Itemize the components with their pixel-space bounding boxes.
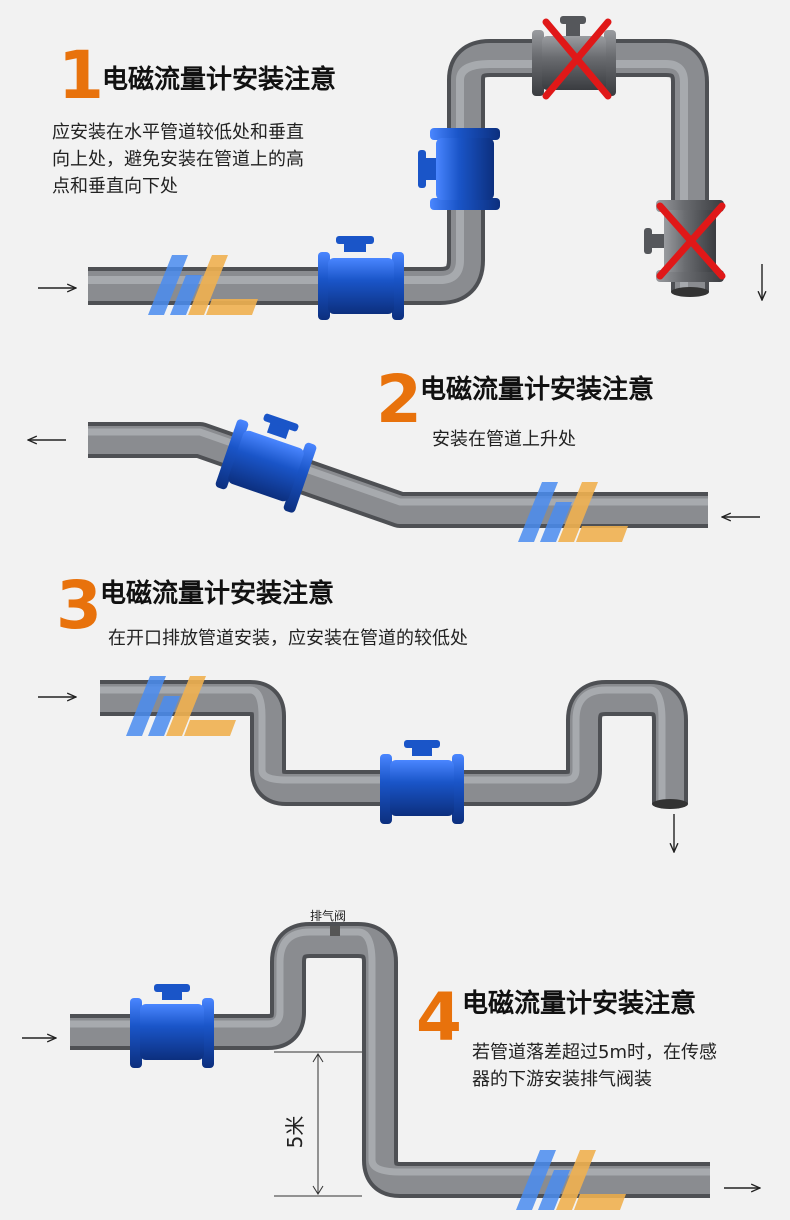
section-4-height-label: 5米 xyxy=(283,1116,307,1149)
section-2-number: 2 xyxy=(376,361,422,438)
section-4-title: 电磁流量计安装注意 xyxy=(462,988,696,1019)
section-1-meter-vertical xyxy=(418,128,500,210)
section-1-cross-top xyxy=(542,18,612,100)
section-3-meter xyxy=(380,740,464,824)
section-4-air-valve-label: 排气阀 xyxy=(310,908,346,923)
section-2-title: 电磁流量计安装注意 xyxy=(420,374,654,405)
section-1: 1 电磁流量计安装注意 应安装在水平管道较低处和垂直 向上处，避免安装在管道上的… xyxy=(38,16,762,320)
section-1-number: 1 xyxy=(58,37,104,114)
section-1-cross-down xyxy=(656,202,726,280)
section-1-desc-line-2: 向上处，避免安装在管道上的高 xyxy=(52,149,304,170)
section-4-number: 4 xyxy=(416,979,462,1056)
section-3-title: 电磁流量计安装注意 xyxy=(100,578,334,609)
section-2-meter xyxy=(215,413,317,513)
section-2: 2 电磁流量计安装注意 安装在管道上升处 xyxy=(28,361,760,542)
section-4-height-dimension xyxy=(274,1051,362,1197)
section-4-desc-line-2: 器的下游安装排气阀装 xyxy=(472,1069,652,1090)
section-1-desc-line-3: 点和垂直向下处 xyxy=(52,176,178,197)
section-1-meter-horizontal xyxy=(318,236,404,320)
section-1-desc-line-1: 应安装在水平管道较低处和垂直 xyxy=(52,122,304,143)
section-4: 4 电磁流量计安装注意 若管道落差超过5m时，在传感 器的下游安装排气阀装 排气… xyxy=(22,908,760,1210)
section-2-desc-line-1: 安装在管道上升处 xyxy=(432,429,576,450)
section-3-number: 3 xyxy=(56,567,102,644)
section-4-meter xyxy=(130,984,214,1068)
section-4-air-valve xyxy=(330,926,340,936)
section-1-title: 电磁流量计安装注意 xyxy=(102,64,336,95)
section-3: 3 电磁流量计安装注意 在开口排放管道安装，应安装在管道的较低处 xyxy=(38,567,688,852)
section-4-desc-line-1: 若管道落差超过5m时，在传感 xyxy=(472,1042,717,1063)
section-3-desc-line-1: 在开口排放管道安装，应安装在管道的较低处 xyxy=(108,628,468,649)
